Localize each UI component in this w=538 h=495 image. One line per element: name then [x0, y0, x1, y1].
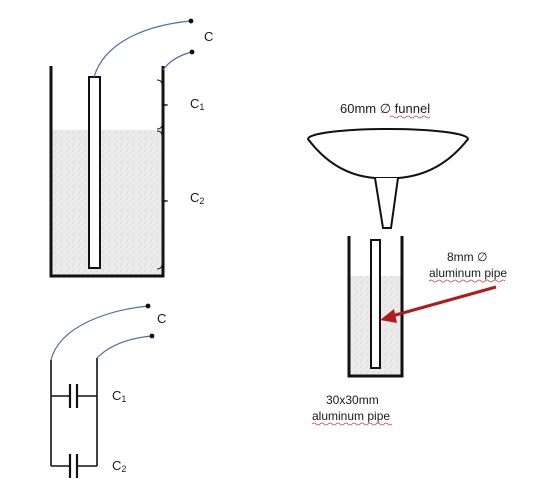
terminal-dot-4 [149, 333, 155, 339]
wire-rod-left [93, 20, 191, 78]
container-left [49, 66, 165, 278]
terminal-dot-3 [145, 303, 151, 309]
brace-c1 [156, 79, 169, 130]
equivalent-circuit-group: C C1 C2 [50, 303, 166, 478]
label-inner-pipe-line2: aluminum pipe [429, 266, 507, 280]
label-c-top: C [204, 29, 213, 44]
brace-c2 [156, 130, 169, 270]
circuit-wire-1 [50, 305, 149, 361]
terminal-dot-2 [189, 49, 195, 55]
label-c1-bottom: C1 [112, 388, 126, 404]
label-c1-top: C1 [190, 96, 204, 112]
label-c2-top: C2 [190, 190, 204, 206]
squiggle-funnel [389, 115, 431, 119]
inner-pipe [370, 239, 381, 369]
outer-pipe [347, 236, 404, 378]
label-outer-pipe-line2: aluminum pipe [312, 409, 390, 423]
label-outer-pipe-line1: 30x30mm [326, 393, 379, 407]
label-c2-bottom: C2 [112, 458, 126, 474]
squiggle-inner-pipe [428, 279, 506, 283]
liquid-fill-left [51, 130, 163, 276]
funnel-cone [307, 138, 469, 179]
label-c-bottom: C [157, 311, 166, 326]
label-inner-pipe-line1: 8mm ∅ [447, 250, 487, 264]
circuit-wire-2 [96, 335, 153, 359]
label-funnel: 60mm ∅ funnel [340, 101, 430, 116]
wire-container-left [162, 51, 193, 71]
terminal-dot-1 [188, 18, 194, 24]
sensor-rod-left [88, 76, 101, 269]
arrow-shaft [391, 285, 497, 318]
funnel-spout [374, 177, 399, 229]
funnel-assembly-group: 60mm ∅ funnel 8mm ∅ aluminum pipe 30x30m… [307, 101, 507, 426]
arrow-head [380, 309, 397, 323]
squiggle-outer-pipe [311, 422, 393, 426]
top-left-container-group: C C1 C2 [49, 18, 213, 278]
